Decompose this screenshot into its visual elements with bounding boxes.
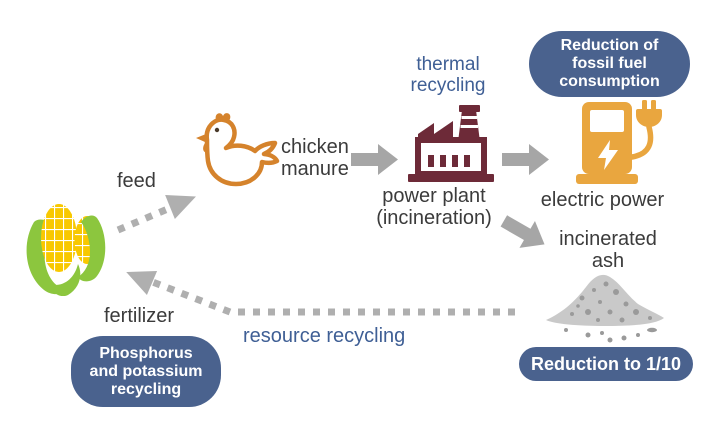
ev-charger-icon [576,100,662,184]
electric-power-label: electric power [540,189,665,211]
corn-icon [26,204,106,296]
resource-recycling-label: resource recycling [243,325,406,347]
phosphorus-badge: Phosphorus and potassium recycling [71,336,221,407]
chicken-icon [196,113,280,187]
feed-label: feed [117,170,156,192]
resource-recycling-arrow [126,271,515,316]
plant-to-ash-arrow [500,215,545,248]
thermal-recycling-label: thermal recycling [410,54,486,96]
incinerated-ash-label: incinerated ash [559,228,657,272]
ash-reduction-badge: Reduction to 1/10 [519,347,693,381]
chicken-manure-label: chicken manure [281,136,349,180]
factory-icon [408,105,494,182]
plant-to-power-arrow [502,144,549,175]
fossil-fuel-badge: Reduction of fossil fuel consumption [529,31,690,97]
fertilizer-label: fertilizer [104,305,175,327]
ash-pile-icon [546,274,664,343]
manure-to-plant-arrow [351,144,398,175]
feed-arrow [116,194,196,234]
power-plant-label: power plant (incineration) [376,185,492,229]
